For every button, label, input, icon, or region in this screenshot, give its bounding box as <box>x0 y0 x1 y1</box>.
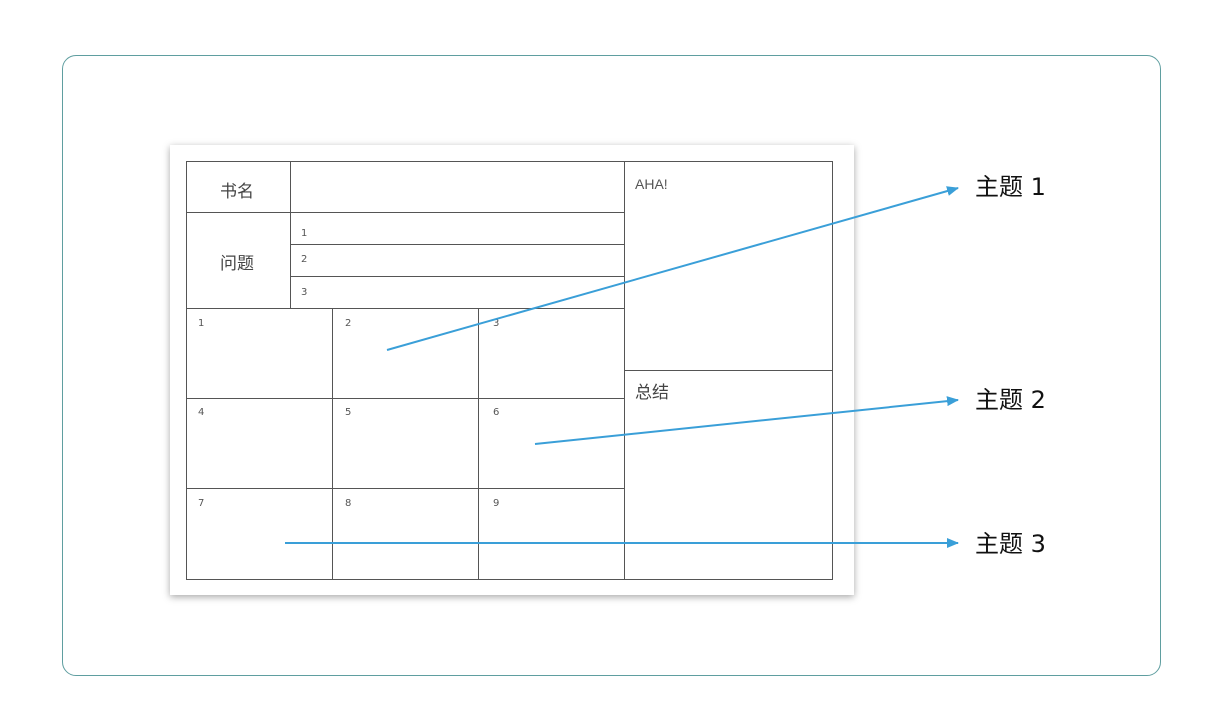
cell-number-6: 6 <box>493 407 500 418</box>
note-sheet: 书名 问题 1 2 3 1 2 3 4 5 6 7 8 9 AHA! 总结 <box>170 145 854 595</box>
question-number-3: 3 <box>301 287 308 298</box>
cell-number-7: 7 <box>198 498 205 509</box>
question-number-2: 2 <box>301 254 308 265</box>
cell-number-5: 5 <box>345 407 352 418</box>
cell-number-4: 4 <box>198 407 205 418</box>
question-number-1: 1 <box>301 228 308 239</box>
cell-number-1: 1 <box>198 318 205 329</box>
cell-number-2: 2 <box>345 318 352 329</box>
note-grid <box>186 161 833 580</box>
topic-label-2: 主题 2 <box>975 386 1046 414</box>
arrow-topic-1 <box>386 186 959 351</box>
questions-label: 问题 <box>220 254 254 274</box>
book-title-label: 书名 <box>220 182 254 202</box>
summary-label: 总结 <box>635 383 669 403</box>
cell-number-3: 3 <box>493 318 500 329</box>
topic-label-1: 主题 1 <box>975 173 1046 201</box>
cell-number-9: 9 <box>493 498 500 509</box>
topic-label-3: 主题 3 <box>975 530 1046 558</box>
cell-number-8: 8 <box>345 498 352 509</box>
arrow-topic-2 <box>534 396 959 445</box>
aha-label: AHA! <box>635 176 668 192</box>
outer-frame <box>62 55 1161 676</box>
